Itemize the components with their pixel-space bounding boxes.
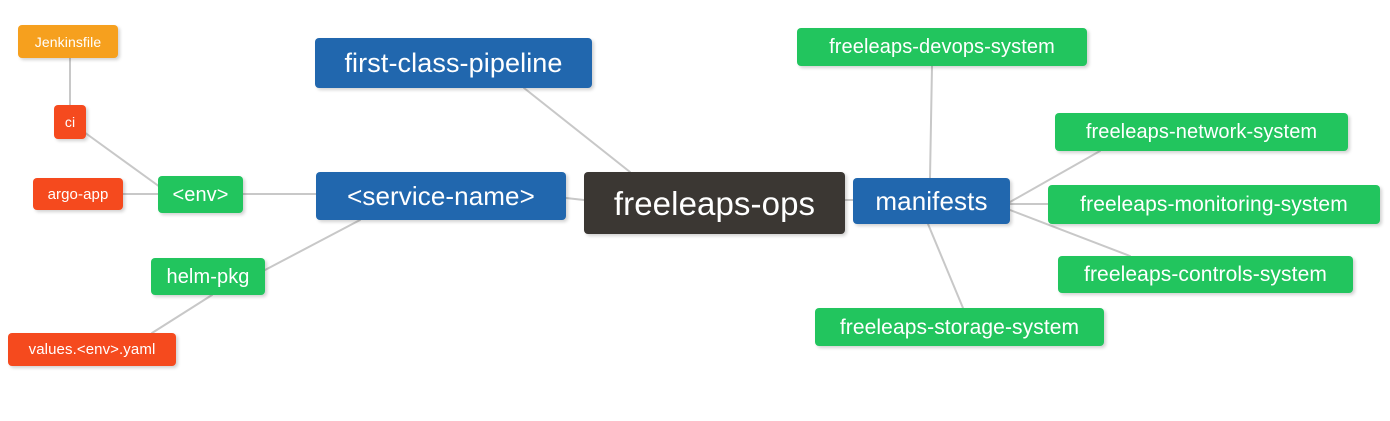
node-freeleaps-network-system[interactable]: freeleaps-network-system (1055, 113, 1348, 151)
node-freeleaps-monitoring-system[interactable]: freeleaps-monitoring-system (1048, 185, 1380, 224)
node-ci[interactable]: ci (54, 105, 86, 139)
node-env[interactable]: <env> (158, 176, 243, 213)
node-label-service-name: <service-name> (347, 181, 535, 211)
node-freeleaps-devops-system[interactable]: freeleaps-devops-system (797, 28, 1087, 66)
node-service-name[interactable]: <service-name> (316, 172, 566, 220)
node-label-freeleaps-monitoring-system: freeleaps-monitoring-system (1080, 193, 1348, 216)
node-jenkinsfile[interactable]: Jenkinsfile (18, 25, 118, 58)
node-label-freeleaps-devops-system: freeleaps-devops-system (829, 36, 1055, 58)
edge-helm-pkg-to-values-yaml (151, 294, 213, 334)
node-manifests[interactable]: manifests (853, 178, 1010, 224)
node-label-ci: ci (64, 114, 76, 130)
node-label-freeleaps-network-system: freeleaps-network-system (1085, 121, 1318, 143)
node-label-freeleaps-controls-system: freeleaps-controls-system (1084, 263, 1327, 286)
node-freeleaps-ops[interactable]: freeleaps-ops (584, 172, 845, 234)
node-values-yaml[interactable]: values.<env>.yaml (8, 333, 176, 366)
node-label-freeleaps-ops: freeleaps-ops (613, 184, 816, 222)
node-label-argo-app: argo-app (47, 185, 109, 203)
node-label-values-yaml: values.<env>.yaml (28, 341, 156, 358)
node-label-helm-pkg: helm-pkg (166, 265, 250, 288)
edge-service-name-to-helm-pkg (264, 219, 361, 271)
node-freeleaps-controls-system[interactable]: freeleaps-controls-system (1058, 256, 1353, 293)
node-helm-pkg[interactable]: helm-pkg (151, 258, 265, 295)
edge-manifests-to-freeleaps-devops-system (929, 65, 933, 179)
node-label-manifests: manifests (875, 186, 988, 216)
edge-manifests-to-freeleaps-storage-system (927, 223, 964, 309)
node-label-freeleaps-storage-system: freeleaps-storage-system (839, 315, 1080, 339)
node-argo-app[interactable]: argo-app (33, 178, 123, 210)
node-label-env: <env> (172, 183, 229, 206)
node-first-class-pipeline[interactable]: first-class-pipeline (315, 38, 592, 88)
edge-service-name-to-freeleaps-ops (565, 197, 585, 201)
edge-first-class-pipeline-to-freeleaps-ops (523, 87, 631, 173)
node-freeleaps-storage-system[interactable]: freeleaps-storage-system (815, 308, 1104, 346)
node-label-jenkinsfile: Jenkinsfile (34, 33, 102, 50)
node-label-first-class-pipeline: first-class-pipeline (344, 47, 563, 78)
